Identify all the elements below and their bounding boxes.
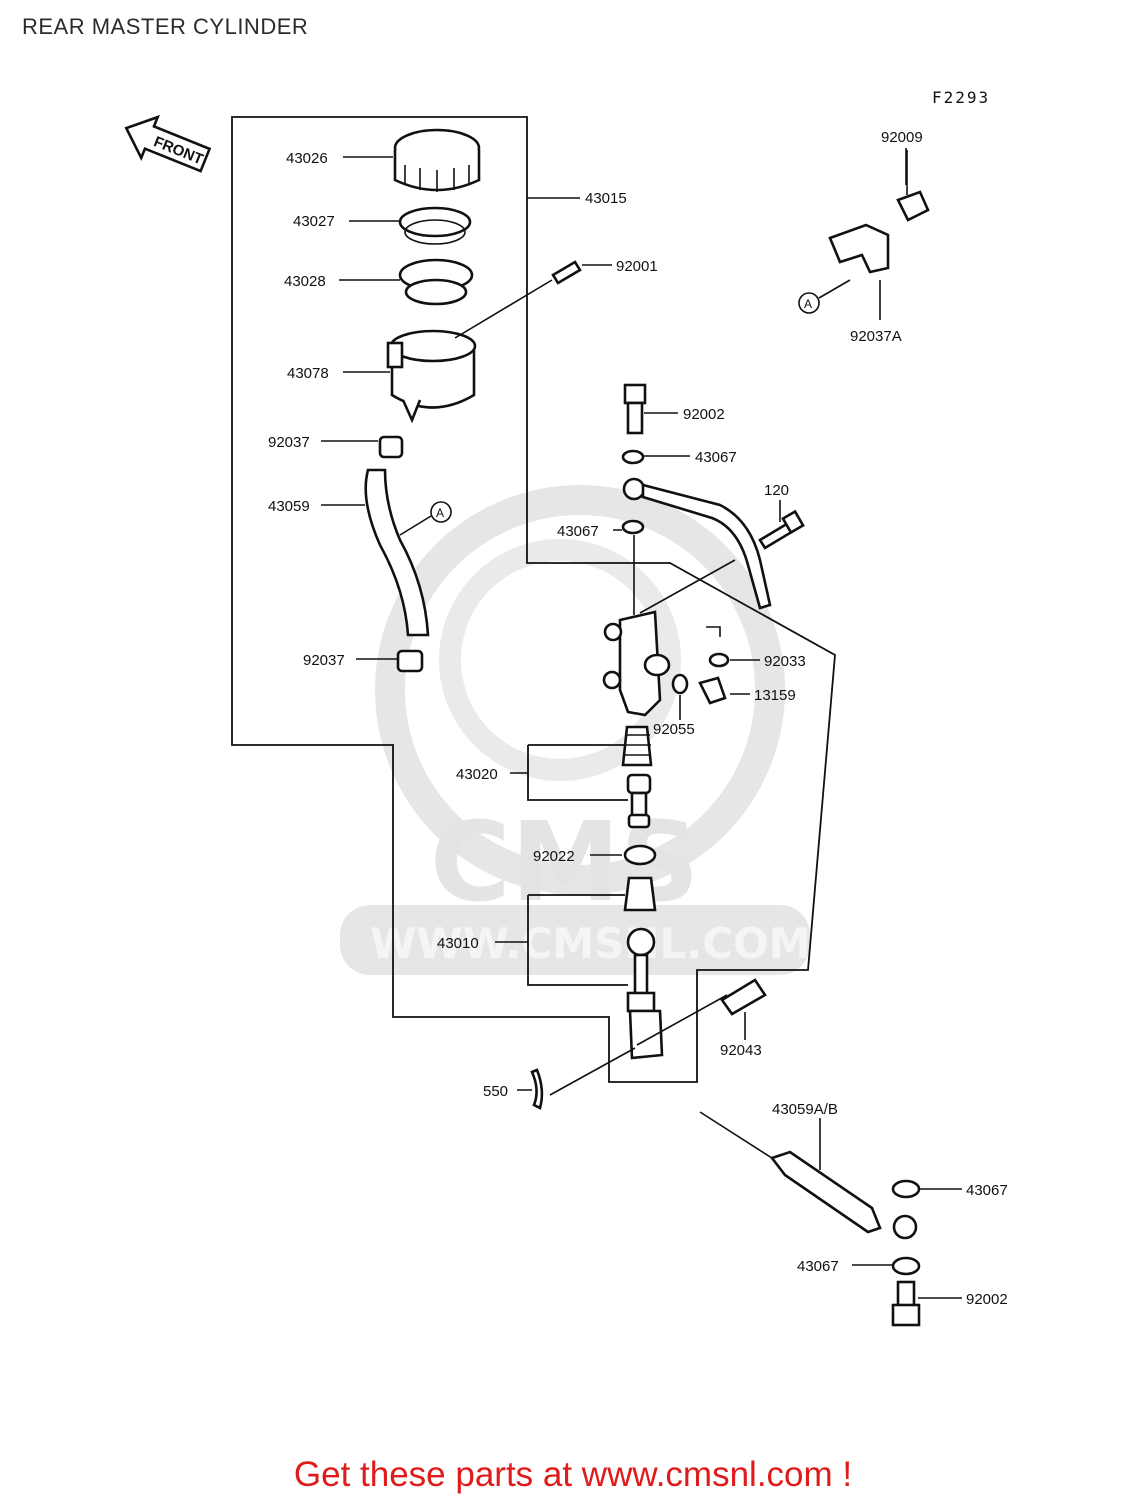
crush-washer-lower-b: [891, 1256, 921, 1276]
part-label-43067-middle: 43067: [557, 523, 599, 540]
part-label-92037-upper: 92037: [268, 434, 310, 451]
part-label-43015: 43015: [585, 190, 627, 207]
part-label-43027: 43027: [293, 213, 335, 230]
part-label-43067-lower-b: 43067: [797, 1258, 839, 1275]
o-ring-92033: [708, 652, 730, 668]
part-label-92033: 92033: [764, 653, 806, 670]
part-label-43028: 43028: [284, 273, 326, 290]
part-label-92022: 92022: [533, 848, 575, 865]
diaphragm-plate: [398, 206, 472, 245]
master-cylinder-body: [602, 610, 671, 717]
svg-text:A: A: [804, 297, 812, 311]
o-ring-92055: [671, 673, 689, 695]
part-label-92043: 92043: [720, 1042, 762, 1059]
callout-a-bracket: A: [798, 292, 820, 314]
part-label-43059ab: 43059A/B: [772, 1101, 838, 1118]
diagram-code: F2293: [932, 88, 991, 107]
hose-elbow-fitting: [698, 676, 727, 705]
page-title: REAR MASTER CYLINDER: [22, 14, 309, 39]
part-label-92002-upper: 92002: [683, 406, 725, 423]
part-label-92037-lower: 92037: [303, 652, 345, 669]
svg-text:A: A: [436, 506, 444, 520]
piston: [626, 773, 652, 829]
part-label-92055: 92055: [653, 721, 695, 738]
part-label-92001: 92001: [616, 258, 658, 275]
hose-bracket: [828, 190, 930, 274]
part-label-92037a: 92037A: [850, 328, 902, 345]
reservoir-screw: [551, 260, 582, 285]
part-label-43059: 43059: [268, 498, 310, 515]
mounting-bolt: [758, 509, 805, 550]
reservoir-cap: [393, 128, 481, 192]
banjo-bolt-upper: [623, 383, 647, 435]
part-label-550: 550: [483, 1083, 508, 1100]
banjo-bolt-lower: [891, 1280, 921, 1327]
reservoir-body: [386, 329, 477, 424]
part-label-43078: 43078: [287, 365, 329, 382]
part-label-92002-lower: 92002: [966, 1291, 1008, 1308]
footer-promo-link[interactable]: Get these parts at www.cmsnl.com !: [293, 1455, 853, 1494]
hose-clamp-upper: [378, 435, 404, 459]
part-label-92009: 92009: [881, 129, 923, 146]
circlip-92022: [623, 844, 657, 866]
assembly-outline-43015: [231, 116, 836, 1083]
dust-boot: [623, 876, 657, 912]
push-rod: [626, 927, 664, 1060]
crush-washer-lower-a: [891, 1179, 921, 1199]
crush-washer-middle: [621, 519, 645, 535]
part-label-13159: 13159: [754, 687, 796, 704]
watermark-url-text: WWW.CMSNL.COM: [370, 919, 811, 968]
part-label-43067-upper: 43067: [695, 449, 737, 466]
brake-hose-fitting: [622, 477, 772, 610]
brake-hose-43059ab: [699, 1111, 918, 1240]
crush-washer-upper: [621, 449, 645, 465]
part-label-43020: 43020: [456, 766, 498, 783]
cotter-pin: [530, 1068, 544, 1110]
reservoir-hose: [364, 468, 430, 637]
part-label-43067-lower-a: 43067: [966, 1182, 1008, 1199]
callout-a-hose: A: [430, 501, 452, 523]
clevis-pin: [720, 978, 767, 1016]
part-label-43010: 43010: [437, 935, 479, 952]
piston-spring: [621, 725, 653, 767]
front-arrow-icon: FRONT: [124, 114, 212, 173]
part-label-120: 120: [764, 482, 789, 499]
diaphragm: [398, 258, 474, 306]
hose-clamp-lower: [396, 649, 424, 673]
part-label-43026: 43026: [286, 150, 328, 167]
